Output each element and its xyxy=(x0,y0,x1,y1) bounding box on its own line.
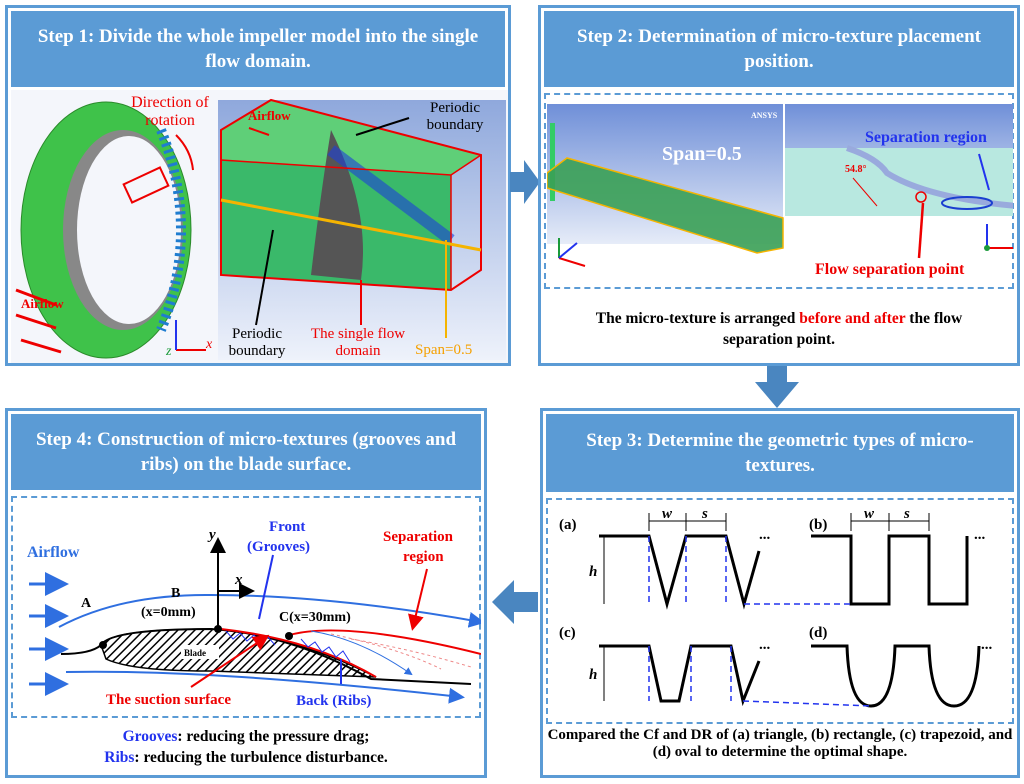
step2-figure-frame xyxy=(544,93,1014,289)
spacing-s-label-b: s xyxy=(903,506,910,522)
step1-panel: Step 1: Divide the whole impeller model … xyxy=(5,5,511,366)
flow-domain xyxy=(220,98,482,292)
separation-region-label: Separation region xyxy=(865,129,987,146)
step1-figure: Airflow x z Airflow Span=0.5 xyxy=(11,90,508,363)
airflow-top-label: Airflow xyxy=(248,108,291,123)
span-label: Span=0.5 xyxy=(662,143,742,165)
axis-y: y xyxy=(207,527,216,543)
shape-b-label: (b) xyxy=(809,517,827,533)
shape-d-label: (d) xyxy=(809,625,827,641)
periodic-boundary-top: Periodic boundary xyxy=(426,100,484,133)
step2-caption: The micro-texture is arranged before and… xyxy=(541,308,1017,350)
region-label: region xyxy=(403,549,444,565)
axis-x: x xyxy=(205,337,213,352)
step3-figure-frame xyxy=(546,498,1014,724)
step1-title: Step 1: Divide the whole impeller model … xyxy=(11,11,505,87)
ellipsis: ... xyxy=(974,527,986,543)
single-flow-domain-label: The single flow domain xyxy=(310,326,406,359)
ribs-key: Ribs xyxy=(104,749,135,766)
point-b-position: (x=0mm) xyxy=(141,605,196,620)
direction-label: Direction of rotation xyxy=(131,94,209,129)
shape-a-label: (a) xyxy=(559,517,577,533)
ellipsis: ... xyxy=(759,527,771,543)
width-w-label-b: w xyxy=(864,506,875,522)
grooves-key: Grooves xyxy=(122,728,178,745)
step4-caption: Grooves: reducing the pressure drag; Rib… xyxy=(8,726,484,768)
arrow-left-icon xyxy=(492,580,538,624)
ellipsis: ... xyxy=(981,637,993,653)
step4-figure: Airflow Blade y x A B (x=0mm) C(x=30mm) … xyxy=(27,519,481,709)
step2-panel: Step 2: Determination of micro-texture p… xyxy=(538,5,1020,366)
ellipsis: ... xyxy=(759,637,771,653)
step4-title: Step 4: Construction of micro-textures (… xyxy=(11,414,481,490)
grooves-label: (Grooves) xyxy=(247,539,310,555)
step4-figure-frame xyxy=(11,496,481,718)
rectangle-profile xyxy=(811,534,969,606)
step3-caption: Compared the Cf and DR of (a) triangle, … xyxy=(547,727,1013,760)
axis-x: x xyxy=(234,572,243,588)
front-label: Front xyxy=(269,519,305,535)
separation-label: Separation xyxy=(383,529,454,545)
ribs-desc: : reducing the turbulence disturbance. xyxy=(134,749,388,766)
height-h-label: h xyxy=(589,564,597,580)
height-h-label-c: h xyxy=(589,667,597,683)
step2-title: Step 2: Determination of micro-texture p… xyxy=(544,11,1014,87)
spacing-s-label: s xyxy=(701,506,708,522)
suction-surface-label: The suction surface xyxy=(106,692,231,708)
trapezoid-profile xyxy=(599,644,761,707)
step2-figure: ANSYS Span=0.5 Separation region 54.8° F… xyxy=(547,104,1013,278)
point-c-label: C(x=30mm) xyxy=(279,610,351,625)
airflow-arrows xyxy=(15,288,62,354)
shape-c-label: (c) xyxy=(559,625,576,641)
triangle-profile xyxy=(599,534,761,610)
oval-profile xyxy=(811,644,981,708)
point-a-label: A xyxy=(81,596,92,611)
axis-z: z xyxy=(165,344,172,359)
arrow-right-icon xyxy=(510,160,540,204)
step4-panel: Step 4: Construction of micro-textures (… xyxy=(5,408,487,778)
span-label: Span=0.5 xyxy=(415,342,472,358)
impeller-model xyxy=(20,101,192,359)
blade-label: Blade xyxy=(184,648,206,658)
flow-separation-point-label: Flow separation point xyxy=(815,261,965,278)
step3-title: Step 3: Determine the geometric types of… xyxy=(546,414,1014,492)
angle-label: 54.8° xyxy=(845,164,867,175)
airflow-label: Airflow xyxy=(27,544,80,561)
arrow-down-icon xyxy=(755,366,799,408)
caption-text-end: the flow separation point. xyxy=(723,310,963,348)
ansys-logo: ANSYS xyxy=(751,111,778,120)
step3-figure: (a) (b) (c) (d) w s w s h h ... ... ... … xyxy=(559,506,993,708)
caption-text: The micro-texture is arranged xyxy=(595,310,800,327)
grooves-desc: : reducing the pressure drag; xyxy=(177,728,370,745)
caption-highlight: before and after xyxy=(799,310,906,327)
back-ribs-label: Back (Ribs) xyxy=(296,693,371,709)
periodic-boundary-bottom: Periodic boundary xyxy=(228,326,286,359)
step3-panel: Step 3: Determine the geometric types of… xyxy=(540,408,1020,778)
airflow-label: Airflow xyxy=(21,296,64,311)
point-b-label: B xyxy=(171,586,180,601)
width-w-label: w xyxy=(662,506,673,522)
